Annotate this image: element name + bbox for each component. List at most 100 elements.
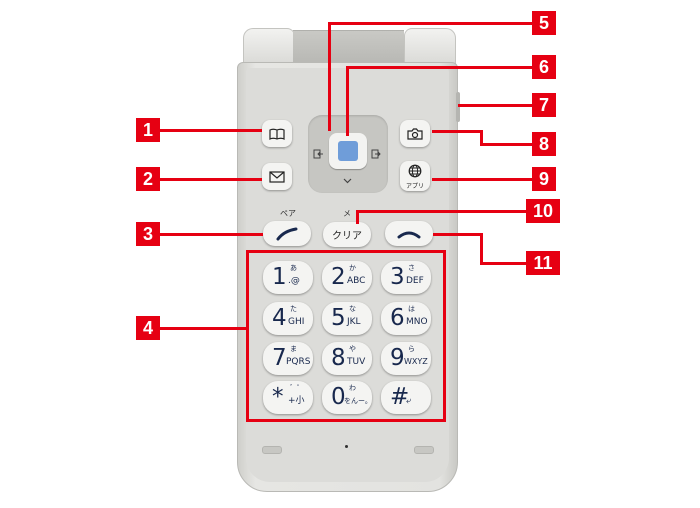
key-kana: か [349, 264, 356, 272]
callout-line-8-a [432, 130, 482, 133]
callout-line-9 [432, 178, 532, 181]
side-button[interactable] [456, 92, 460, 122]
nav-left-icon [313, 149, 323, 159]
center-key-highlight [338, 141, 358, 161]
call-end-icon [397, 231, 421, 238]
key-5[interactable]: 5 な JKL [322, 302, 372, 335]
key-digit: 7 [272, 345, 287, 371]
key-sub: GHI [288, 317, 305, 327]
callout-line-5-h [328, 22, 532, 25]
callout-line-11-a [433, 233, 483, 236]
callout-1: 1 [136, 118, 160, 142]
key-kana: ら [408, 345, 415, 353]
key-digit: 4 [272, 305, 287, 331]
camera-icon [407, 128, 423, 140]
key-sub: .@ [288, 276, 300, 286]
key-sub: DEF [406, 276, 424, 286]
key-3[interactable]: 3 さ DEF [381, 261, 431, 294]
key-sub: JKL [347, 317, 361, 327]
key-8[interactable]: 8 や TUV [322, 342, 372, 375]
key-sub: PQRS [286, 357, 311, 367]
call-start-key[interactable] [263, 221, 311, 246]
key-digit: 0 [331, 384, 346, 410]
callout-line-8-c [480, 143, 532, 146]
key-digit: 9 [390, 345, 405, 371]
key-kana: ま [290, 345, 297, 353]
key-9[interactable]: 9 ら WXYZ [381, 342, 431, 375]
callout-line-5-v [328, 22, 331, 131]
call-start-icon [276, 227, 298, 240]
call-end-key[interactable] [385, 221, 433, 246]
key-kana: た [290, 305, 297, 313]
key-2[interactable]: 2 か ABC [322, 261, 372, 294]
callout-line-7 [458, 104, 532, 107]
callout-7: 7 [532, 93, 556, 117]
hinge-right [404, 28, 456, 65]
key-kana: さ [408, 264, 415, 272]
book-icon [269, 128, 285, 140]
key-7[interactable]: 7 ま PQRS [263, 342, 313, 375]
callout-4: 4 [136, 316, 160, 340]
hinge-center [293, 30, 404, 65]
key-hash[interactable]: # ⤶ [381, 381, 431, 414]
nav-right-icon [371, 149, 381, 159]
key-4[interactable]: 4 た GHI [263, 302, 313, 335]
speaker-slot-left [262, 446, 282, 454]
callout-9: 9 [532, 167, 556, 191]
key-6[interactable]: 6 は MNO [381, 302, 431, 335]
callout-11: 11 [526, 251, 560, 275]
phonebook-key[interactable] [262, 120, 292, 147]
hinge-left [243, 28, 295, 65]
key-1[interactable]: 1 あ .@ [263, 261, 313, 294]
callout-line-8-b [480, 130, 483, 146]
key-kana: わ [349, 384, 356, 392]
key-digit: 6 [390, 305, 405, 331]
callout-3: 3 [136, 222, 160, 246]
callout-5: 5 [532, 11, 556, 35]
callout-line-1 [159, 129, 262, 132]
callout-line-6-h [346, 66, 532, 69]
key-digit: 2 [331, 264, 346, 290]
key-digit: # [390, 384, 410, 410]
chevron-down-icon [343, 178, 352, 184]
callout-line-3 [159, 233, 263, 236]
callout-8: 8 [532, 132, 556, 156]
envelope-icon [269, 170, 285, 183]
key-kana: ゛゜ [290, 384, 304, 392]
callout-line-11-b [480, 233, 483, 265]
globe-icon [408, 164, 422, 178]
key-sub: WXYZ [404, 357, 428, 366]
key-digit: 1 [272, 264, 287, 290]
key-digit: 3 [390, 264, 405, 290]
key-sub: をんー。 [344, 397, 372, 405]
callout-line-6-v [346, 66, 349, 136]
key-sub: MNO [406, 317, 428, 327]
speaker-slot-right [414, 446, 434, 454]
callout-line-10-v [356, 210, 359, 224]
key-digit: 8 [331, 345, 346, 371]
key-sub: TUV [347, 357, 366, 367]
key-kana: あ [290, 264, 297, 272]
key-kana: は [408, 305, 415, 313]
key-digit: 5 [331, 305, 346, 331]
key-kana: な [349, 305, 356, 313]
pair-label: ペア [280, 209, 296, 218]
app-key-label: アプリ [405, 183, 424, 190]
callout-10: 10 [526, 199, 560, 223]
microphone-hole [345, 445, 348, 448]
camera-key[interactable] [400, 120, 430, 147]
callout-6: 6 [532, 55, 556, 79]
callout-line-11-c [480, 262, 526, 265]
callout-line-10-h [356, 210, 526, 213]
key-digit: * [272, 384, 284, 410]
callout-line-4 [159, 327, 246, 330]
callout-line-2 [159, 178, 262, 181]
key-0[interactable]: 0 わ をんー。 [322, 381, 372, 414]
mail-key[interactable] [262, 163, 292, 190]
keypad-highlight-frame [246, 250, 446, 422]
app-key[interactable]: アプリ [400, 161, 430, 191]
callout-2: 2 [136, 167, 160, 191]
key-kana: や [349, 345, 356, 353]
clear-key[interactable]: クリア [323, 222, 371, 247]
key-asterisk[interactable]: * ゛゜ +小 [263, 381, 313, 414]
